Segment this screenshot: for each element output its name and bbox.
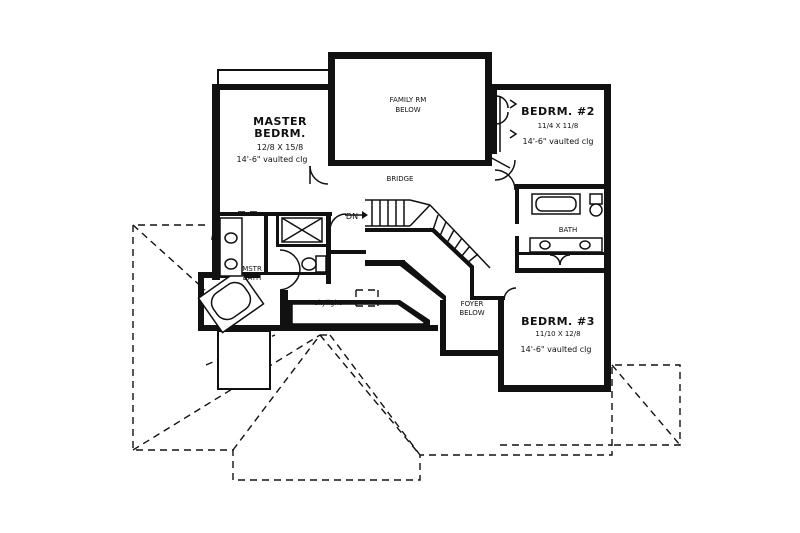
master-bedroom-title-2: BEDRM. <box>254 127 306 140</box>
toilet-icon <box>301 255 327 273</box>
foyer-below: BELOW <box>459 309 484 317</box>
fixtures <box>197 99 603 334</box>
bath-label: BATH <box>559 226 578 234</box>
master-bedroom-dims: 12/8 X 15/8 <box>257 143 304 152</box>
family-room-label: FAMILY RM <box>390 96 427 104</box>
master-bedroom-ceiling: 14'-6" vaulted clg <box>237 155 308 164</box>
room-labels: MASTER BEDRM. 12/8 X 15/8 14'-6" vaulted… <box>237 96 595 354</box>
stairs-down-label: DN <box>346 212 358 221</box>
bath-tub-icon <box>531 193 581 215</box>
shower-icon <box>281 217 323 243</box>
bedroom2-ceiling: 14'-6" vaulted clg <box>523 137 594 146</box>
interior-walls <box>212 184 610 328</box>
bedroom3-ceiling: 14'-6" vaulted clg <box>521 345 592 354</box>
bedroom2-title: BEDRM. #2 <box>521 105 595 118</box>
master-bath-label-2: BATH <box>243 274 262 282</box>
master-bath-label: MSTR <box>242 265 262 273</box>
bedroom2-dims: 11/4 X 11/8 <box>538 122 579 130</box>
bedroom3-title: BEDRM. #3 <box>521 315 595 328</box>
staircase <box>345 199 491 269</box>
skylight-label: skylight <box>314 299 341 307</box>
bedroom3-dims: 11/10 X 12/8 <box>535 330 580 338</box>
master-bedroom-title: MASTER <box>253 115 307 128</box>
foyer-label: FOYER <box>461 300 484 308</box>
family-room-below: BELOW <box>395 106 420 114</box>
bath-toilet-icon <box>589 193 603 217</box>
skylight-icon <box>355 289 379 307</box>
roof-outline <box>132 224 681 481</box>
bathtub-icon <box>197 268 265 334</box>
exterior-walls <box>198 52 611 392</box>
bridge-label: BRIDGE <box>387 175 414 183</box>
